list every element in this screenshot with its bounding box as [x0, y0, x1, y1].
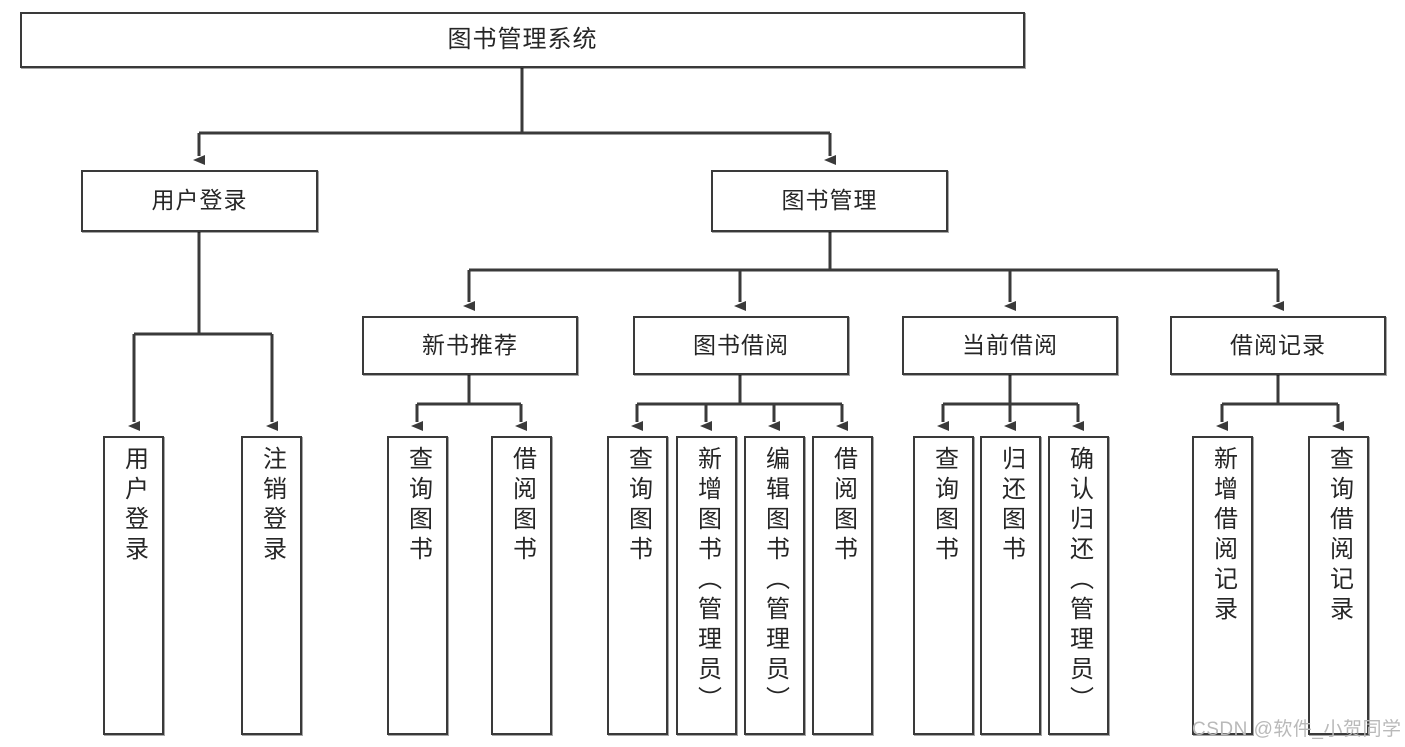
- node-leaf-query-book-newbook[interactable]: 查询图书: [387, 436, 448, 735]
- node-label: 注销登录: [258, 446, 286, 566]
- node-label: 图书借阅: [693, 331, 789, 358]
- node-leaf-logout[interactable]: 注销登录: [241, 436, 302, 735]
- node-label: 借阅图书: [508, 446, 536, 566]
- node-label: 新增借阅记录: [1209, 446, 1237, 626]
- node-label: 编辑图书（管理员）: [761, 446, 789, 716]
- node-leaf-edit-book-admin[interactable]: 编辑图书（管理员）: [744, 436, 805, 735]
- node-leaf-query-book-current[interactable]: 查询图书: [913, 436, 974, 735]
- node-borrow-record[interactable]: 借阅记录: [1170, 316, 1386, 375]
- node-book-management[interactable]: 图书管理: [711, 170, 948, 232]
- node-label: 用户登录: [151, 187, 248, 214]
- node-label: 借阅记录: [1230, 331, 1326, 358]
- node-label: 当前借阅: [962, 331, 1058, 358]
- node-new-book-recommend[interactable]: 新书推荐: [362, 316, 578, 375]
- node-leaf-return-book[interactable]: 归还图书: [980, 436, 1041, 735]
- node-label: 新增图书（管理员）: [693, 446, 721, 716]
- node-label: 查询借阅记录: [1325, 446, 1353, 626]
- node-root-system[interactable]: 图书管理系统: [20, 12, 1025, 68]
- node-label: 借阅图书: [829, 446, 857, 566]
- node-leaf-borrow-book[interactable]: 借阅图书: [812, 436, 873, 735]
- node-label: 查询图书: [930, 446, 958, 566]
- node-leaf-borrow-book-newbook[interactable]: 借阅图书: [491, 436, 552, 735]
- node-leaf-add-borrow-record[interactable]: 新增借阅记录: [1192, 436, 1253, 735]
- node-label: 图书管理系统: [447, 25, 598, 53]
- node-leaf-add-book-admin[interactable]: 新增图书（管理员）: [676, 436, 737, 735]
- node-user-login[interactable]: 用户登录: [81, 170, 318, 232]
- node-label: 图书管理: [781, 187, 878, 214]
- node-leaf-query-book-borrow[interactable]: 查询图书: [607, 436, 668, 735]
- node-label: 查询图书: [404, 446, 432, 566]
- node-label: 确认归还（管理员）: [1065, 446, 1093, 716]
- node-label: 新书推荐: [422, 331, 518, 358]
- node-book-borrow[interactable]: 图书借阅: [633, 316, 849, 375]
- node-leaf-user-login[interactable]: 用户登录: [103, 436, 164, 735]
- node-label: 归还图书: [997, 446, 1025, 566]
- node-leaf-confirm-return-admin[interactable]: 确认归还（管理员）: [1048, 436, 1109, 735]
- node-label: 用户登录: [120, 446, 148, 566]
- node-current-borrow[interactable]: 当前借阅: [902, 316, 1118, 375]
- node-label: 查询图书: [624, 446, 652, 566]
- node-leaf-query-borrow-record[interactable]: 查询借阅记录: [1308, 436, 1369, 735]
